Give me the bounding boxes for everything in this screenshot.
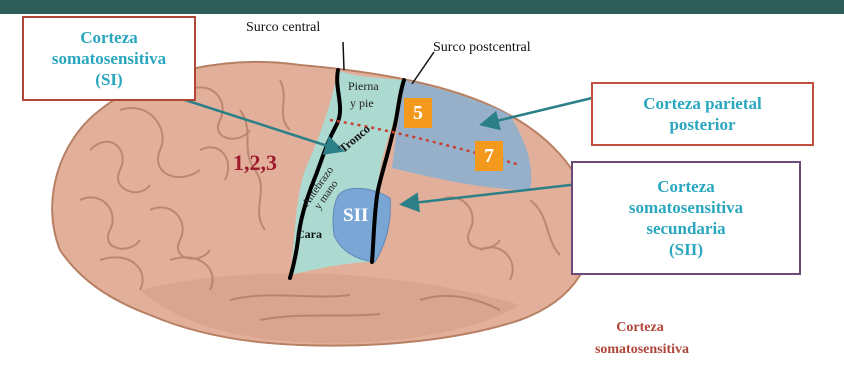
label-bottom-line1: Corteza <box>596 320 684 336</box>
label-area-123: 1,2,3 <box>233 150 277 176</box>
callout-sii-line3: secundaria <box>629 218 743 239</box>
callout-sii-line2: somatosensitiva <box>629 197 743 218</box>
area-7-marker: 7 <box>475 141 503 171</box>
area-5-marker: 5 <box>404 98 432 128</box>
callout-sii: Corteza somatosensitiva secundaria (SII) <box>571 161 801 275</box>
label-sii: SII <box>343 205 368 227</box>
label-cara: Cara <box>296 227 322 242</box>
pointer-surco-postcentral <box>412 52 434 84</box>
label-bottom-line2: somatosensitiva <box>572 342 712 358</box>
callout-ppc: Corteza parietal posterior <box>591 82 814 146</box>
label-surco-central: Surco central <box>246 20 320 36</box>
callout-si: Corteza somatosensitiva (SI) <box>22 16 196 101</box>
callout-sii-line1: Corteza <box>629 176 743 197</box>
label-surco-postcentral: Surco postcentral <box>433 40 531 56</box>
label-y-pie: y pie <box>350 96 374 111</box>
callout-si-line1: Corteza <box>52 27 166 48</box>
callout-ppc-line1: Corteza parietal <box>643 93 761 114</box>
callout-ppc-line2: posterior <box>643 114 761 135</box>
pointer-surco-central <box>343 42 344 70</box>
callout-si-line3: (SI) <box>52 69 166 90</box>
label-pierna: Pierna <box>348 80 379 93</box>
callout-si-line2: somatosensitiva <box>52 48 166 69</box>
callout-sii-line4: (SII) <box>629 239 743 260</box>
